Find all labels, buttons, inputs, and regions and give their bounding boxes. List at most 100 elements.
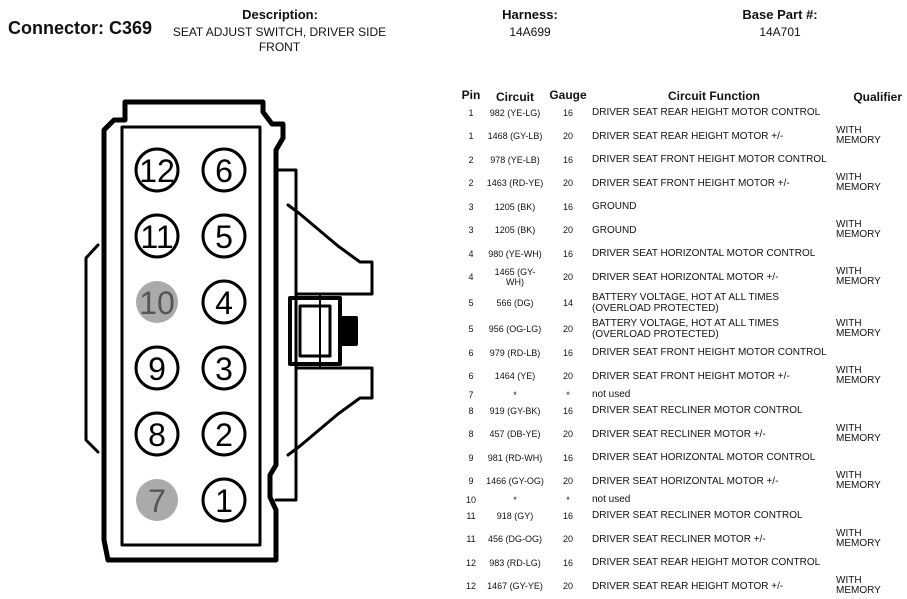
harness-value: 14A699 <box>509 25 551 39</box>
pin-cell: 1 <box>468 131 474 141</box>
pin-8: 8 <box>134 411 180 457</box>
qualifier-cell: WITH MEMORY <box>836 365 881 386</box>
qualifier-cell <box>836 552 902 573</box>
qualifier-cell <box>836 342 902 363</box>
qualifier-cell <box>836 196 902 217</box>
qualifier-cell <box>836 290 902 316</box>
column-header-qualifier: Qualifier <box>853 90 902 104</box>
circuit-cell: 1464 (YE) <box>494 371 536 381</box>
base-part-label: Base Part #: <box>742 7 818 22</box>
pin-cell: 4 <box>468 248 474 259</box>
circuit-function-cell: BATTERY VOLTAGE, HOT AT ALL TIMES (OVERL… <box>592 292 779 314</box>
gauge-cell: 16 <box>562 107 573 118</box>
circuit-cell: 1468 (GY-LB) <box>487 131 543 141</box>
pin-cavity-circle <box>136 281 178 323</box>
pin-cell: 8 <box>468 429 474 439</box>
pin-number-label: 9 <box>148 351 166 387</box>
gauge-cell: 16 <box>562 405 573 416</box>
circuit-cell: 919 (GY-BK) <box>489 405 541 416</box>
circuit-cell: 978 (YE-LB) <box>490 154 540 165</box>
circuit-function-cell: DRIVER SEAT HORIZONTAL MOTOR CONTROL <box>592 248 816 259</box>
circuit-cell: 982 (YE-LG) <box>489 107 541 118</box>
connector-title: Connector: C369 <box>8 18 153 38</box>
circuit-function-cell: BATTERY VOLTAGE, HOT AT ALL TIMES (OVERL… <box>592 318 779 340</box>
qualifier-cell <box>836 102 902 123</box>
pin-cavity-circle <box>134 147 180 193</box>
qualifier-cell: WITH MEMORY <box>836 172 881 193</box>
circuit-function-cell: DRIVER SEAT HORIZONTAL MOTOR +/- <box>592 475 779 487</box>
gauge-cell: 20 <box>562 225 573 235</box>
pin-cavity-circle <box>201 345 247 391</box>
circuit-function-cell: DRIVER SEAT REAR HEIGHT MOTOR +/- <box>592 130 784 142</box>
circuit-cell: 456 (DG-OG) <box>487 534 542 544</box>
pin-cavity-circle <box>201 411 247 457</box>
base-part-value: 14A701 <box>759 25 801 39</box>
pin-cavity-circle <box>134 345 180 391</box>
gauge-cell: 20 <box>562 429 573 439</box>
connector-housing <box>84 99 374 563</box>
pin-cell: 1 <box>468 107 474 118</box>
pin-cell: 9 <box>468 476 474 486</box>
pin-cell: 12 <box>465 557 476 568</box>
pin-number-label: 11 <box>140 219 173 255</box>
pin-cavity-circle <box>134 213 180 259</box>
gauge-cell: 20 <box>562 476 573 486</box>
pin-cell: 5 <box>468 324 474 334</box>
pin-3: 3 <box>201 345 247 391</box>
pin-cavity-circle <box>201 213 247 259</box>
gauge-cell: 14 <box>562 298 573 308</box>
pin-cell: 10 <box>465 494 476 505</box>
pin-cell: 2 <box>468 178 474 188</box>
qualifier-cell: WITH MEMORY <box>836 423 881 444</box>
pin-number-label: 12 <box>139 153 175 189</box>
circuit-function-cell: DRIVER SEAT FRONT HEIGHT MOTOR +/- <box>592 177 790 189</box>
left-latch <box>84 243 100 454</box>
pin-2: 2 <box>201 411 247 457</box>
gauge-cell: 20 <box>562 534 573 544</box>
circuit-function-cell: DRIVER SEAT FRONT HEIGHT MOTOR CONTROL <box>592 154 827 165</box>
circuit-function-cell: not used <box>592 494 631 505</box>
gauge-cell: 16 <box>562 347 573 358</box>
table-row: 9 1466 (GY-OG) 20 DRIVER SEAT HORIZONTAL MO… <box>456 468 902 494</box>
pin-number-label: 5 <box>215 219 233 255</box>
table-row: 7**not used <box>456 389 902 400</box>
column-header-circuit: Circuit <box>495 90 534 104</box>
pin-12: 12 <box>134 147 180 193</box>
gauge-cell: 20 <box>562 371 573 381</box>
pin-7: 7 <box>136 479 178 521</box>
circuit-cell: 1467 (GY-YE) <box>487 581 543 591</box>
circuit-function-cell: DRIVER SEAT FRONT HEIGHT MOTOR +/- <box>592 370 790 382</box>
qualifier-cell <box>836 149 902 170</box>
right-rib-top <box>274 168 298 502</box>
circuit-function-cell: DRIVER SEAT RECLINER MOTOR +/- <box>592 428 766 440</box>
pin-9: 9 <box>134 345 180 391</box>
circuit-function-cell: DRIVER SEAT RECLINER MOTOR CONTROL <box>592 510 803 521</box>
circuit-cell: 1466 (GY-OG) <box>486 476 544 486</box>
circuit-function-cell: GROUND <box>592 224 637 236</box>
gauge-cell: 16 <box>562 510 573 521</box>
gauge-cell: * <box>566 389 570 400</box>
column-header-pin: Pin <box>461 88 481 102</box>
gauge-cell: 16 <box>562 201 573 212</box>
pin-6: 6 <box>201 147 247 193</box>
pin-cell: 3 <box>468 201 474 212</box>
pin-number-label: 1 <box>215 483 233 519</box>
pin-number-label: 8 <box>148 417 166 453</box>
gauge-cell: 20 <box>562 581 573 591</box>
pin-cell: 9 <box>468 452 474 463</box>
right-lock-arm-upper <box>286 203 374 296</box>
pin-11: 11 <box>134 213 180 259</box>
gauge-cell: 16 <box>562 154 573 165</box>
pin-1: 1 <box>201 477 247 523</box>
circuit-cell: 918 (GY) <box>496 510 534 521</box>
pin-cavity-circle <box>201 279 247 325</box>
